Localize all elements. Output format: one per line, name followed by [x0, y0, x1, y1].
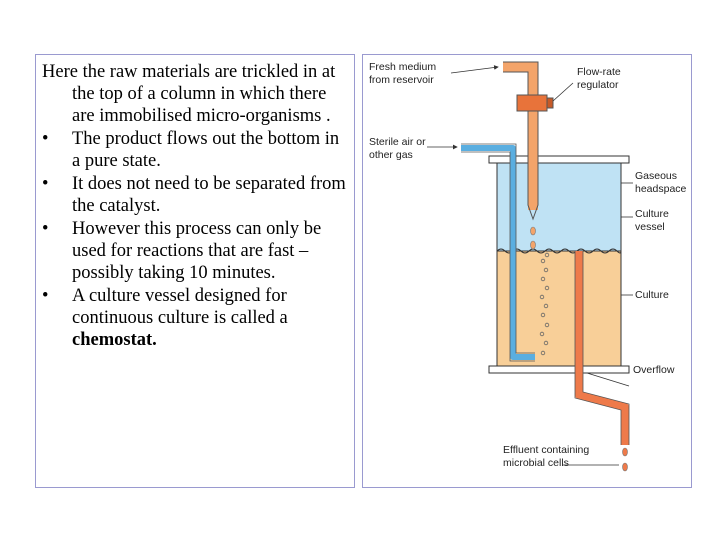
fresh-medium-tube-outline [503, 61, 539, 221]
text-panel: Here the raw materials are trickled in a… [35, 54, 355, 488]
chemostat-diagram: Fresh medium from reservoir Flow-rate re… [369, 61, 687, 472]
medium-drop [530, 240, 536, 250]
label-gaseous-headspace: headspace [635, 183, 687, 195]
intro-paragraph: Here the raw materials are trickled in a… [42, 62, 336, 126]
bullet-item: • The product flows out the bottom in a … [42, 128, 348, 172]
label-culture: Culture [635, 289, 669, 301]
figure-panel: Fresh medium from reservoir Flow-rate re… [362, 54, 692, 488]
sterile-air-tube-outline [461, 143, 535, 362]
effluent-tube-outline [574, 251, 630, 445]
bullet-item: • However this process can only be used f… [42, 218, 348, 284]
gas-bubbles [539, 252, 550, 356]
label-fresh-medium: from reservoir [369, 74, 434, 86]
label-effluent: microbial cells [503, 457, 569, 469]
effluent-tube [575, 251, 629, 445]
effluent-drop [622, 447, 628, 457]
bullet-text: It does not need to be separated from th… [72, 174, 346, 216]
fresh-medium-tube [503, 62, 538, 210]
bullet-marker: • [42, 286, 49, 306]
label-sterile-air: other gas [369, 149, 413, 161]
bullet-marker: • [42, 219, 49, 239]
bullet-list: • The product flows out the bottom in a … [42, 128, 348, 351]
label-gaseous-headspace: Gaseous [635, 170, 677, 182]
effluent-drop [622, 462, 628, 472]
bullet-marker: • [42, 174, 49, 194]
label-sterile-air: Sterile air or [369, 136, 426, 148]
bullet-text: However this process can only be used fo… [72, 219, 322, 283]
gaseous-headspace [496, 162, 622, 252]
bullet-marker: • [42, 129, 49, 149]
label-culture-vessel: vessel [635, 221, 665, 233]
bullet-text: A culture vessel designed for continuous… [72, 286, 288, 328]
bullet-item: • It does not need to be separated from … [42, 173, 348, 217]
medium-drop [530, 226, 536, 236]
sterile-air-tube [461, 145, 535, 360]
regulator-knob [546, 97, 554, 109]
fresh-medium-leader [450, 65, 499, 74]
label-flow-rate: regulator [577, 79, 619, 91]
label-effluent: Effluent containing [503, 444, 589, 456]
label-fresh-medium: Fresh medium [369, 61, 436, 73]
culture-surface [496, 248, 622, 254]
bullet-item: • A culture vessel designed for continuou… [42, 285, 348, 351]
label-overflow: Overflow [633, 364, 675, 376]
label-culture-vessel: Culture [635, 208, 669, 220]
bullet-text: The product flows out the bottom in a pu… [72, 129, 340, 171]
vessel-base [488, 365, 630, 374]
flow-rate-regulator [516, 94, 548, 112]
label-flow-rate: Flow-rate [577, 66, 621, 78]
chemostat-term: chemostat. [72, 330, 157, 350]
flow-rate-leader [552, 82, 574, 102]
overflow-leader [586, 372, 630, 387]
